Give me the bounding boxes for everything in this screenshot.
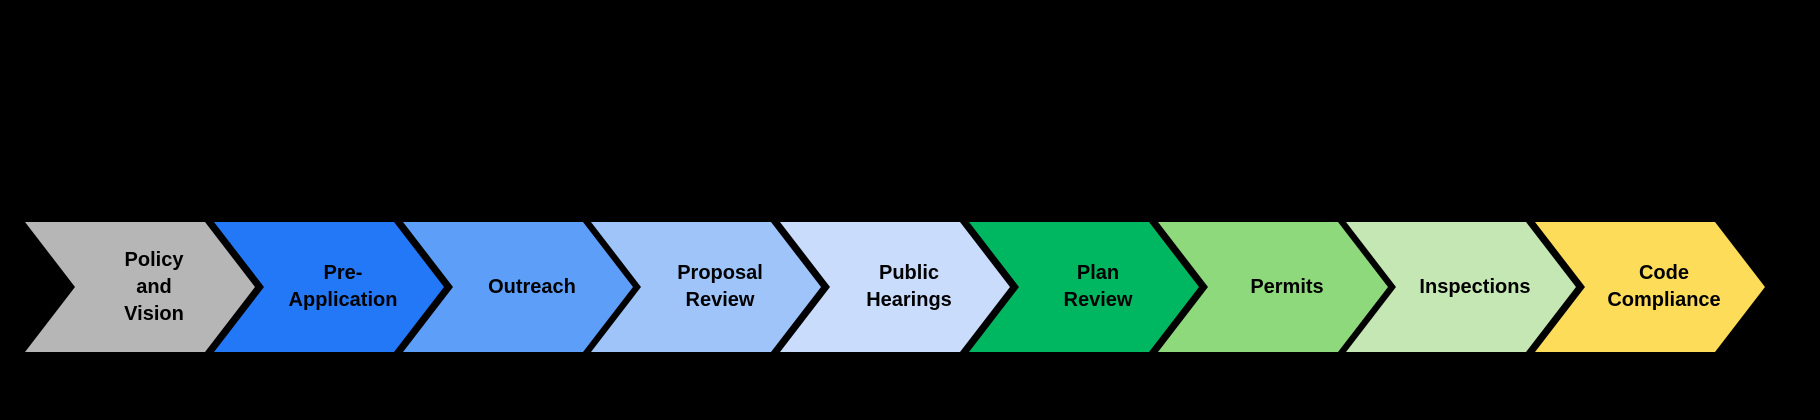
stage-label: Plan Review (1063, 262, 1133, 311)
stage-chevron-policy-and-vision: Policy and Vision (25, 222, 255, 352)
stage-chevron-inspections: Inspections (1346, 222, 1576, 352)
stage-label: Code Compliance (1607, 262, 1721, 311)
stage-label: Outreach (488, 275, 576, 298)
stage-label: Proposal Review (677, 262, 763, 311)
stage-label: Inspections (1419, 275, 1531, 298)
stage-label: Public Hearings (866, 262, 952, 311)
stage-label: Permits (1250, 275, 1324, 298)
stage-label: Pre- Application (288, 262, 398, 311)
stage-label: Policy and Vision (124, 248, 184, 325)
